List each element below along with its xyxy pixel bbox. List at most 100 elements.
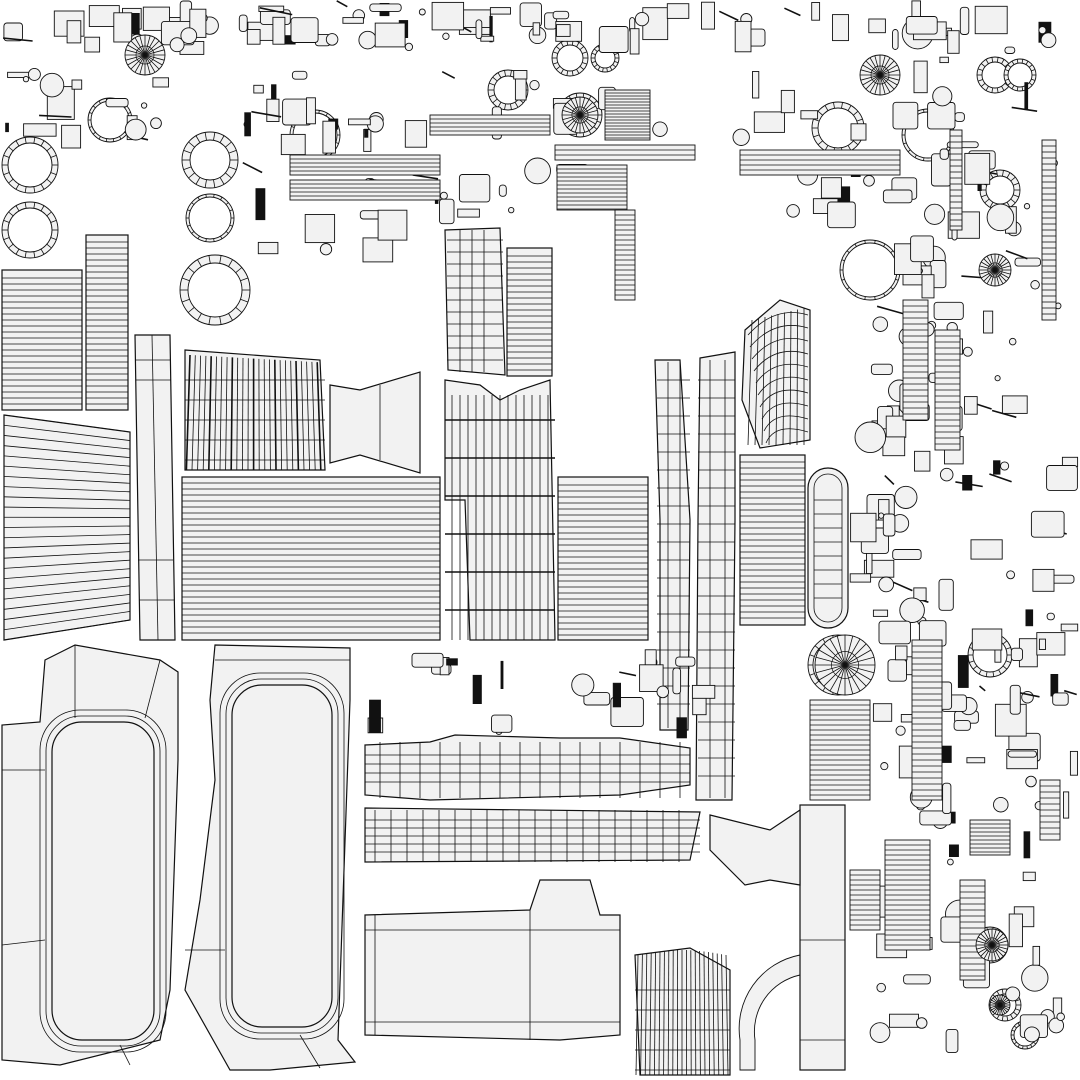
small-part-island — [666, 3, 690, 19]
small-part-island — [130, 13, 140, 35]
small-part-island — [1023, 1026, 1040, 1043]
small-part-island — [876, 982, 886, 993]
small-part-island — [441, 70, 456, 79]
small-part-island — [974, 5, 1008, 35]
small-part-island — [639, 664, 664, 692]
fan-mesh-island — [741, 299, 811, 449]
small-part-island — [418, 8, 426, 16]
small-part-island — [612, 682, 621, 708]
small-part-island — [989, 473, 1012, 483]
small-part-island — [1021, 964, 1049, 992]
small-part-island — [1025, 775, 1037, 788]
small-part-island — [23, 123, 57, 137]
small-part-island — [954, 112, 965, 122]
small-part-island — [914, 450, 931, 472]
small-part-island — [863, 174, 875, 187]
small-part-island — [938, 578, 954, 611]
small-part-island — [939, 56, 949, 64]
small-part-island — [475, 19, 483, 40]
small-part-island — [869, 1022, 891, 1043]
small-part-island — [734, 20, 752, 53]
small-part-island — [991, 409, 1017, 419]
small-part-island — [887, 659, 907, 682]
small-part-island — [895, 645, 908, 661]
small-part-island — [1046, 612, 1055, 621]
small-part-island — [524, 157, 551, 185]
small-part-island — [411, 652, 444, 668]
small-part-island — [878, 576, 895, 593]
small-part-island — [947, 858, 954, 866]
small-part-island — [532, 22, 541, 36]
small-part-island — [629, 28, 640, 55]
small-part-island — [692, 697, 707, 716]
small-part-island — [457, 208, 480, 218]
tapered-bar-c — [364, 879, 621, 1041]
small-part-island — [964, 152, 991, 185]
spoked-wheel-islands — [124, 34, 1012, 1016]
small-part-island — [1040, 32, 1057, 49]
small-part-island — [903, 974, 931, 985]
small-part-island — [480, 35, 495, 42]
small-part-island — [1032, 945, 1041, 966]
small-part-island — [336, 0, 348, 8]
small-part-island — [905, 16, 938, 35]
small-part-island — [892, 581, 913, 592]
small-part-island — [5, 122, 9, 133]
small-part-island — [932, 86, 953, 107]
flared-pipe-island — [329, 371, 421, 474]
small-part-island — [508, 206, 515, 214]
small-part-island — [1032, 568, 1055, 592]
small-part-island — [913, 60, 928, 94]
small-part-island — [253, 84, 264, 94]
bottom-fan-skirt — [634, 947, 731, 1076]
small-part-island — [870, 363, 893, 375]
small-part-island — [39, 72, 65, 98]
small-part-island — [753, 111, 785, 133]
small-part-island — [915, 1017, 928, 1029]
small-part-island — [1056, 1012, 1065, 1022]
tapered-bar-b — [364, 807, 701, 863]
small-part-island — [1004, 46, 1016, 54]
small-part-island — [780, 89, 795, 114]
small-part-island — [1008, 337, 1017, 346]
small-part-island — [1030, 280, 1040, 290]
small-part-island — [152, 77, 169, 88]
left-strip-block-b — [85, 234, 129, 411]
small-part-island — [962, 346, 973, 357]
small-part-island — [571, 673, 595, 697]
small-part-island — [752, 71, 760, 99]
small-part-island — [872, 609, 889, 617]
horizontal-stripe-slab — [181, 476, 441, 641]
small-part-island — [257, 241, 279, 255]
small-part-island — [701, 1, 715, 30]
small-part-island — [1052, 692, 1069, 706]
small-part-island — [362, 237, 394, 263]
left-fan-block — [3, 414, 131, 641]
small-part-island — [784, 7, 801, 17]
small-part-island — [849, 573, 872, 583]
small-part-island — [948, 844, 959, 857]
stripe-island — [429, 114, 551, 136]
small-part-island — [940, 745, 952, 763]
small-part-island — [251, 110, 282, 118]
center-curved-panel — [444, 227, 506, 376]
small-part-island — [598, 26, 629, 53]
small-part-island — [1024, 82, 1029, 110]
small-part-island — [882, 513, 896, 537]
small-part-island — [1006, 570, 1016, 580]
small-part-island — [964, 396, 978, 415]
small-part-island — [180, 27, 198, 45]
stripe-islands — [289, 89, 1061, 981]
center-right-strip — [506, 247, 553, 377]
small-part-island — [921, 274, 935, 299]
small-part-island — [955, 481, 983, 488]
small-part-island — [889, 1013, 919, 1028]
small-part-island — [431, 1, 465, 31]
small-part-island — [986, 203, 1015, 232]
small-part-island — [1025, 609, 1034, 627]
small-part-island — [953, 720, 971, 731]
small-part-island — [39, 114, 72, 118]
small-part-island — [255, 188, 266, 221]
long-curved-strip-a — [654, 359, 691, 731]
